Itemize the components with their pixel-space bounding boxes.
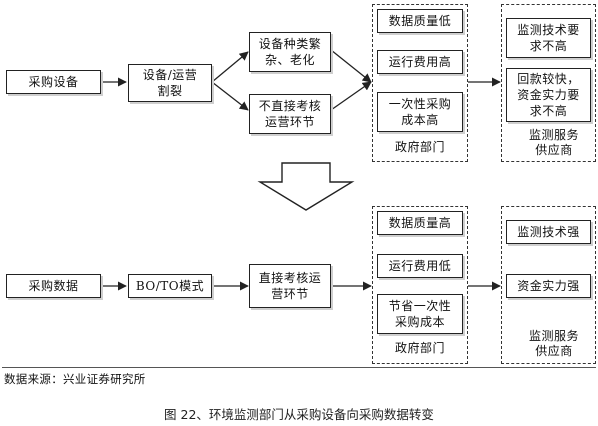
arrow-upper-to-gov	[330, 49, 372, 83]
top-gov-item-2: 运行费用高	[377, 50, 463, 74]
top-svc-group	[501, 4, 596, 162]
big-down-arrow	[257, 162, 355, 211]
arrow-split-to-upper	[211, 51, 249, 83]
top-cause-upper-box: 设备种类繁 杂、老化	[249, 32, 331, 72]
top-gov-item-3: 一次性采购 成本高	[377, 92, 463, 132]
top-gov-item-1: 数据质量低	[377, 9, 463, 33]
top-gov-label: 政府部门	[394, 140, 445, 154]
bottom-source-box: 采购数据	[6, 274, 101, 298]
top-source-box: 采购设备	[6, 70, 101, 94]
bottom-direct-box: 直接考核运 营环节	[249, 264, 331, 308]
bottom-svc-item-1: 监测技术强	[506, 220, 591, 244]
bottom-svc-item-2: 资金实力强	[506, 274, 591, 298]
bottom-svc-label: 监测服务 供应商	[528, 329, 579, 358]
footer-divider	[2, 367, 596, 368]
bottom-svc-group	[501, 206, 596, 364]
top-cause-lower-box: 不直接考核 运营环节	[249, 94, 331, 134]
top-svc-label: 监测服务 供应商	[528, 128, 579, 157]
bottom-gov-label: 政府部门	[394, 341, 445, 355]
top-split-box: 设备/运营 割裂	[128, 64, 212, 102]
bottom-gov-item-3: 节省一次性 采购成本	[377, 294, 463, 334]
figure-caption: 图 22、环境监测部门从采购设备向采购数据转变	[164, 407, 434, 422]
source-note: 数据来源：兴业证券研究所	[4, 372, 146, 386]
arrow-split-to-lower	[211, 81, 249, 111]
bottom-gov-item-1: 数据质量高	[377, 211, 463, 235]
top-svc-item-1: 监测技术要 求不高	[506, 18, 591, 58]
top-gov-dept-group	[372, 4, 468, 162]
bottom-gov-dept-group	[372, 206, 468, 364]
bottom-gov-item-2: 运行费用低	[377, 254, 463, 278]
arrow-lower-to-gov	[330, 81, 372, 111]
bottom-mode-box: BO/TO模式	[128, 274, 212, 298]
top-svc-item-2: 回款较快， 资金实力要 求不高	[506, 68, 591, 122]
